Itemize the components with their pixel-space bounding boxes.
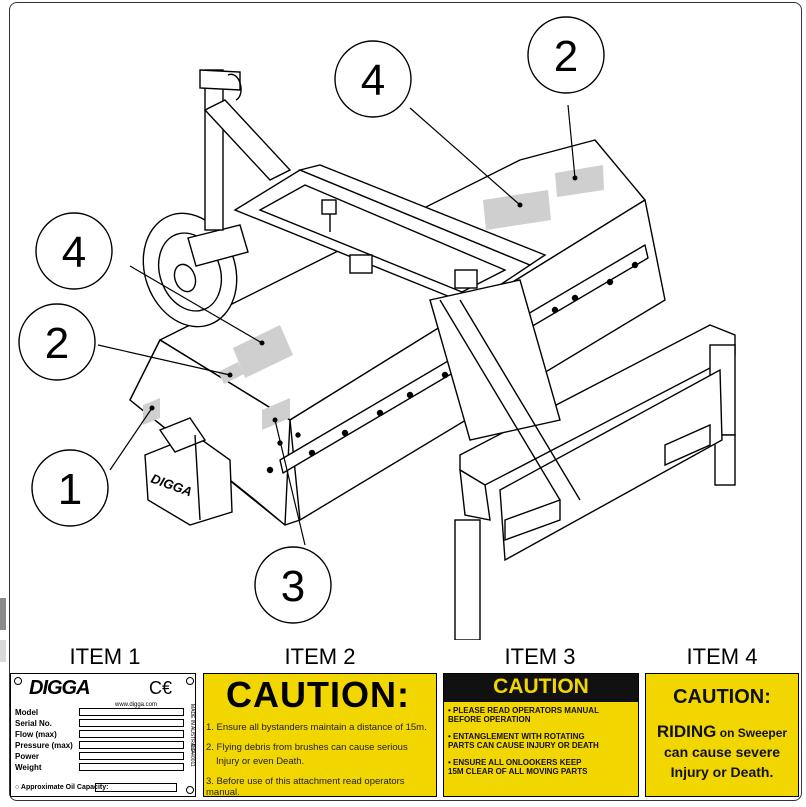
- hydraulic-motor: DIGGA: [144, 417, 233, 526]
- plate-field-box: [79, 730, 184, 738]
- item2-line: 2. Flying debris from brushes can cause …: [206, 742, 408, 753]
- item3-caution-decal: CAUTION • PLEASE READ OPERATORS MANUAL B…: [443, 673, 639, 797]
- plate-field-box: [79, 719, 184, 727]
- item2-line: 3. Before use of this attachment read op…: [206, 776, 405, 798]
- item3-heading: ITEM 3: [504, 644, 576, 669]
- item1-compliance-plate: DIGGA C€ www.digga.com Model Serial No. …: [10, 673, 196, 797]
- callout-number: 2: [554, 32, 578, 81]
- sweeper-diagram: DIGGA: [18, 16, 736, 640]
- label-patch-item3: [262, 398, 290, 430]
- item4-line1-rest: on Sweeper: [716, 726, 788, 740]
- page-edge-marker: [0, 598, 6, 630]
- plate-hole: [186, 786, 194, 794]
- callout-number: 1: [58, 465, 82, 514]
- item4-title: CAUTION:: [673, 686, 771, 708]
- plate-field-label: Serial No.: [15, 719, 52, 728]
- label-patch-item1: [143, 398, 160, 425]
- plate-field-box: [79, 763, 184, 771]
- item2-line: 1. Ensure all bystanders maintain a dist…: [206, 722, 427, 733]
- plate-code: DG-40011: [189, 744, 195, 767]
- item3-title: CAUTION: [493, 675, 589, 698]
- leader-dots: [149, 175, 578, 423]
- item4-line1: RIDING on Sweeper: [646, 722, 798, 742]
- item4-riding: RIDING: [656, 722, 717, 741]
- item3-line: • ENSURE ALL ONLOOKERS KEEP: [448, 758, 582, 767]
- label-patch-item2-right: [555, 165, 604, 197]
- ce-mark: C€: [149, 678, 173, 698]
- leader-lines: [97, 104, 576, 546]
- plate-hole: [14, 677, 22, 685]
- item3-line: PARTS CAN CAUSE INJURY OR DEATH: [448, 741, 599, 750]
- mount-beam: [233, 164, 547, 306]
- item2-line: Injury or even Death.: [216, 756, 305, 767]
- callout-balloon-1: [31, 449, 109, 527]
- item3-title-bar: [444, 674, 638, 702]
- oil-capacity-box: [95, 783, 177, 792]
- item3-line: BEFORE OPERATION: [448, 715, 531, 724]
- label-patch-item4-left: [233, 325, 293, 378]
- callout-balloon-4-top: [334, 40, 412, 118]
- oil-capacity-text: Approximate Oil Capacity:: [20, 784, 109, 791]
- plate-field-box: [79, 752, 184, 760]
- item3-line: • ENTANGLEMENT WITH ROTATING: [448, 732, 585, 741]
- attachment-frame: [429, 279, 736, 640]
- plate-website: www.digga.com: [115, 702, 158, 708]
- page-edge-marker-light: [0, 640, 6, 662]
- item4-heading: ITEM 4: [686, 644, 758, 669]
- plate-field-label: Weight: [15, 763, 42, 772]
- item3-line: • PLEASE READ OPERATORS MANUAL: [448, 706, 599, 715]
- label-patches: [143, 165, 604, 430]
- plate-field-label: Flow (max): [15, 730, 57, 739]
- plate-field-label: Pressure (max): [15, 741, 73, 750]
- callout-number: 4: [361, 56, 385, 105]
- item4-line3: Injury or Death.: [670, 764, 774, 780]
- callout-balloon-2-top: [527, 16, 605, 94]
- plate-field-box: [79, 741, 184, 749]
- plate-field-box: [79, 708, 184, 716]
- item1-heading: ITEM 1: [69, 644, 141, 669]
- callout-number: 2: [45, 319, 69, 368]
- item2-title: CAUTION:: [226, 674, 410, 715]
- plate-hole: [186, 677, 194, 685]
- plate-field-label: Model: [15, 708, 39, 717]
- callout-number: 4: [62, 228, 86, 277]
- plate-made-in: MADE IN AUSTRALIA: [189, 704, 195, 754]
- item2-caution-decal: CAUTION: 1. Ensure all bystanders mainta…: [203, 673, 437, 798]
- label-patch-item4-right: [483, 190, 551, 230]
- callout-balloon-4-left: [35, 212, 113, 290]
- plate-field-label: Power: [15, 752, 40, 761]
- callout-numbers: 4 2 4 2 1 3: [45, 32, 578, 611]
- caster-post: [199, 69, 292, 231]
- callout-balloon-2-left: [18, 303, 96, 381]
- item2-heading: ITEM 2: [284, 644, 356, 669]
- oil-capacity-label: ○ Approximate Oil Capacity:: [15, 784, 109, 791]
- callout-balloon-3: [254, 546, 332, 624]
- item3-line: 15M CLEAR OF ALL MOVING PARTS: [448, 767, 588, 776]
- callout-balloons: [18, 16, 605, 624]
- item4-line2: can cause severe: [664, 744, 780, 760]
- item4-caution-decal: CAUTION: RIDING on Sweeper can cause sev…: [645, 673, 799, 797]
- plate-brand-logo: DIGGA: [29, 677, 91, 699]
- callout-number: 3: [281, 562, 305, 611]
